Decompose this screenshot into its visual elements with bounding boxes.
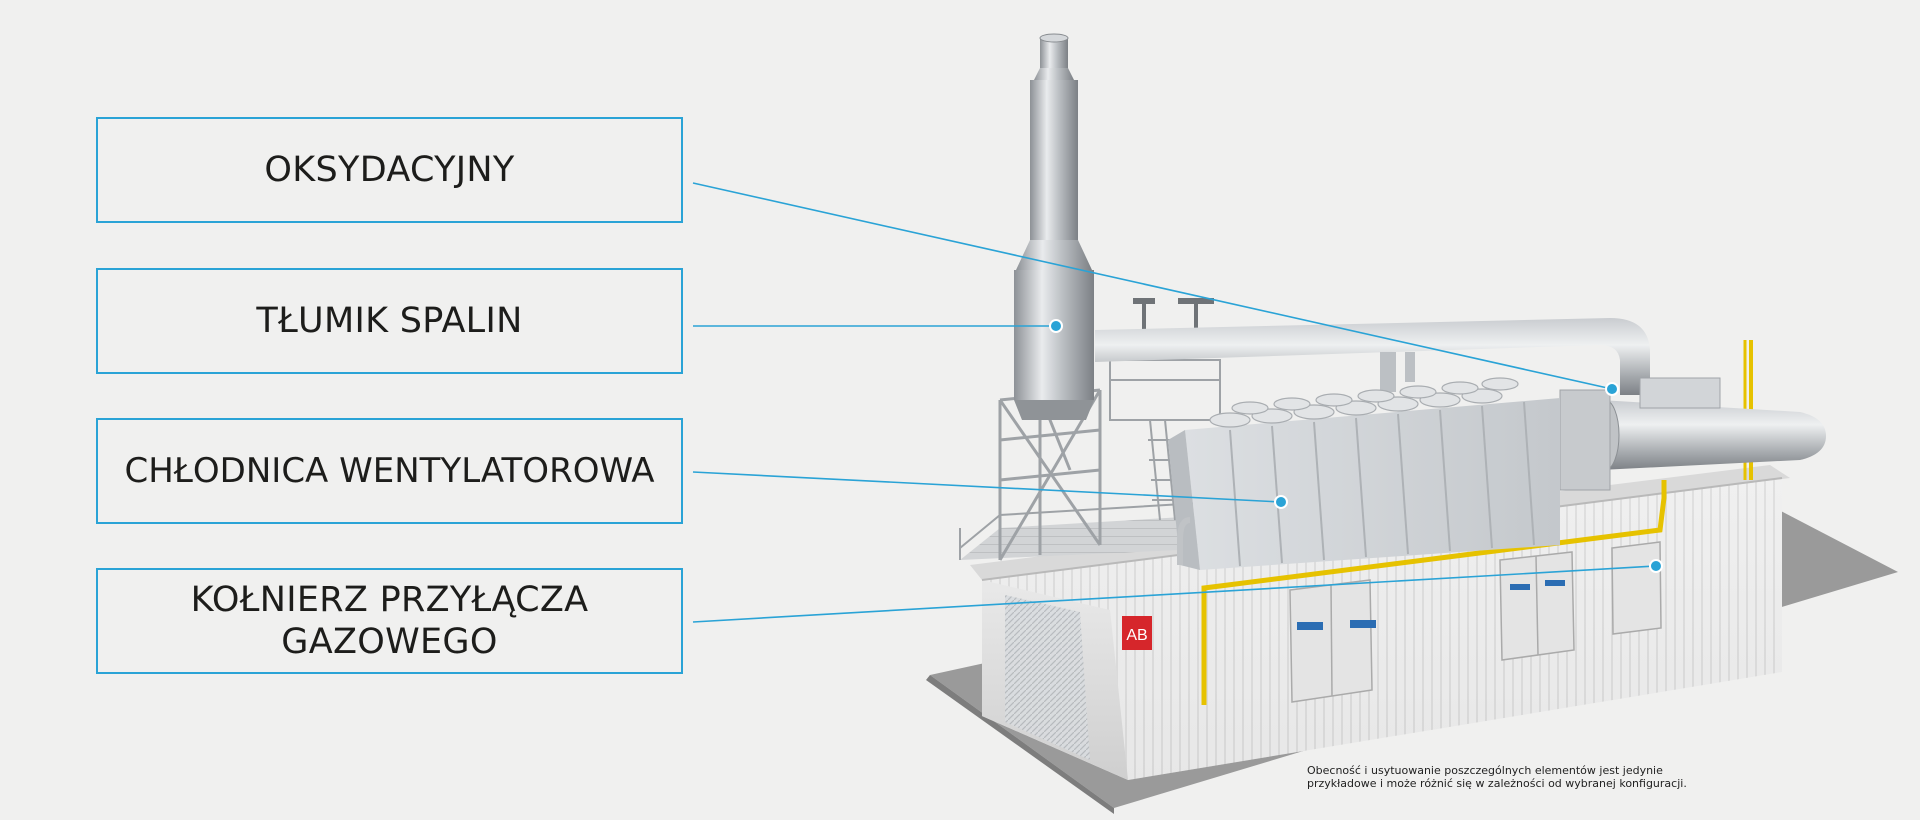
leader-line-kolnierz xyxy=(692,565,1657,623)
oxidation-catalyst xyxy=(1600,400,1826,470)
exhaust-pipe xyxy=(1095,318,1650,395)
leader-line-chlodnica xyxy=(692,471,1282,503)
footnote-line1: Obecność i usytuowanie poszczególnych el… xyxy=(1307,764,1663,777)
gas-pipe xyxy=(1201,480,1667,705)
label-tlumik-spalin: TŁUMIK SPALIN xyxy=(96,268,683,374)
label-kolnierz-line1: KOŁNIERZ PRZYŁĄCZA xyxy=(190,580,589,620)
label-tlumik-spalin-text: TŁUMIK SPALIN xyxy=(256,301,523,341)
footnote: Obecność i usytuowanie poszczególnych el… xyxy=(1307,764,1727,790)
ab-logo-icon: AB xyxy=(1122,616,1152,650)
label-oksydacyjny-text: OKSYDACYJNY xyxy=(264,150,515,190)
label-kolnierz-line2: GAZOWEGO xyxy=(281,622,498,662)
exhaust-silencer xyxy=(1014,33,1094,420)
marker-chlodnica xyxy=(1274,495,1288,509)
container-doors xyxy=(1289,541,1662,703)
label-oksydacyjny: OKSYDACYJNY xyxy=(96,117,683,223)
label-kolnierz-przylacza-gazowego: KOŁNIERZ PRZYŁĄCZA GAZOWEGO xyxy=(96,568,683,674)
svg-text:AB: AB xyxy=(1126,627,1147,644)
marker-oksydacyjny xyxy=(1605,382,1619,396)
marker-kolnierz xyxy=(1649,559,1663,573)
footnote-line2: przykładowe i może różnić się w zależnoś… xyxy=(1307,777,1687,790)
marker-tlumik xyxy=(1049,319,1063,333)
label-chlodnica-wentylatorowa-text: CHŁODNICA WENTYLATOROWA xyxy=(124,450,655,491)
label-chlodnica-wentylatorowa: CHŁODNICA WENTYLATOROWA xyxy=(96,418,683,524)
leader-line-oksydacyjny xyxy=(692,182,1613,390)
fan-cooler xyxy=(1168,377,1560,570)
